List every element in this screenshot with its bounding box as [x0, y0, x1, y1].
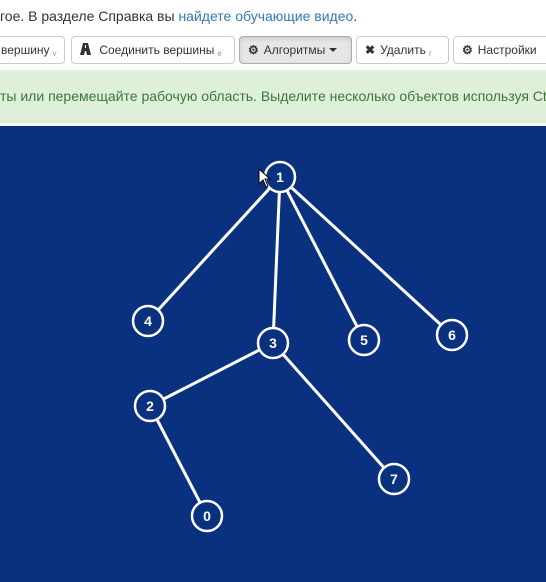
edge-1-5[interactable] — [278, 176, 366, 341]
connect-vertices-hotkey: e — [217, 49, 222, 58]
edge-1-6[interactable] — [278, 175, 454, 337]
graph-canvas[interactable]: 1 4 3 5 6 2 7 0 — [0, 126, 546, 582]
connect-vertices-label: Соединить вершины — [99, 43, 215, 57]
close-icon: ✖ — [365, 43, 376, 57]
algorithms-dropdown-button[interactable]: ⚙ Алгоритмы — [239, 36, 352, 64]
add-vertex-label: вершину — [1, 43, 50, 57]
edges — [146, 175, 454, 517]
vertex-0-label: 0 — [203, 508, 211, 524]
vertex-2-label: 2 — [146, 398, 154, 414]
vertex-3[interactable]: 3 — [256, 326, 290, 360]
settings-label: Настройки — [477, 43, 537, 57]
vertex-3-label: 3 — [269, 335, 277, 351]
vertex-1-label: 1 — [276, 169, 284, 185]
algorithms-label: Алгоритмы — [263, 43, 326, 57]
vertex-7-label: 7 — [390, 471, 398, 487]
delete-hotkey: r — [428, 49, 432, 58]
vertex-7[interactable]: 7 — [377, 462, 411, 496]
vertex-0[interactable]: 0 — [190, 499, 224, 533]
intro-suffix: . — [353, 8, 358, 24]
intro-prefix: гое. В разделе Справка вы — [0, 8, 179, 24]
vertex-2[interactable]: 2 — [133, 389, 167, 423]
vertex-4-label: 4 — [144, 313, 152, 329]
edge-2-0[interactable] — [148, 405, 209, 517]
road-icon — [80, 43, 94, 57]
mouse-cursor-icon — [258, 168, 272, 188]
hint-banner: ты или перемещайте рабочую область. Выде… — [0, 70, 546, 123]
tutorial-video-link[interactable]: найдете обучающие видео — [178, 8, 354, 24]
graph-svg[interactable]: 1 4 3 5 6 2 7 0 — [0, 126, 546, 582]
add-vertex-hotkey: v — [52, 49, 57, 58]
edge-3-7[interactable] — [271, 342, 396, 480]
edge-3-2[interactable] — [149, 341, 274, 408]
hint-text: ты или перемещайте рабочую область. Выде… — [0, 88, 546, 104]
settings-button[interactable]: ⚙ Настройки — [453, 36, 546, 64]
gear-icon: ⚙ — [462, 43, 473, 57]
edge-1-4[interactable] — [146, 175, 282, 323]
vertex-5[interactable]: 5 — [347, 323, 381, 357]
delete-label: Удалить — [380, 43, 426, 57]
vertex-6[interactable]: 6 — [435, 318, 469, 352]
gear-icon: ⚙ — [248, 43, 259, 57]
intro-text: гое. В разделе Справка вы найдете обучаю… — [0, 6, 357, 26]
vertex-4[interactable]: 4 — [131, 304, 165, 338]
caret-down-icon — [329, 48, 338, 52]
edge-1-3[interactable] — [271, 176, 282, 344]
vertex-6-label: 6 — [448, 327, 456, 343]
vertex-5-label: 5 — [360, 332, 368, 348]
